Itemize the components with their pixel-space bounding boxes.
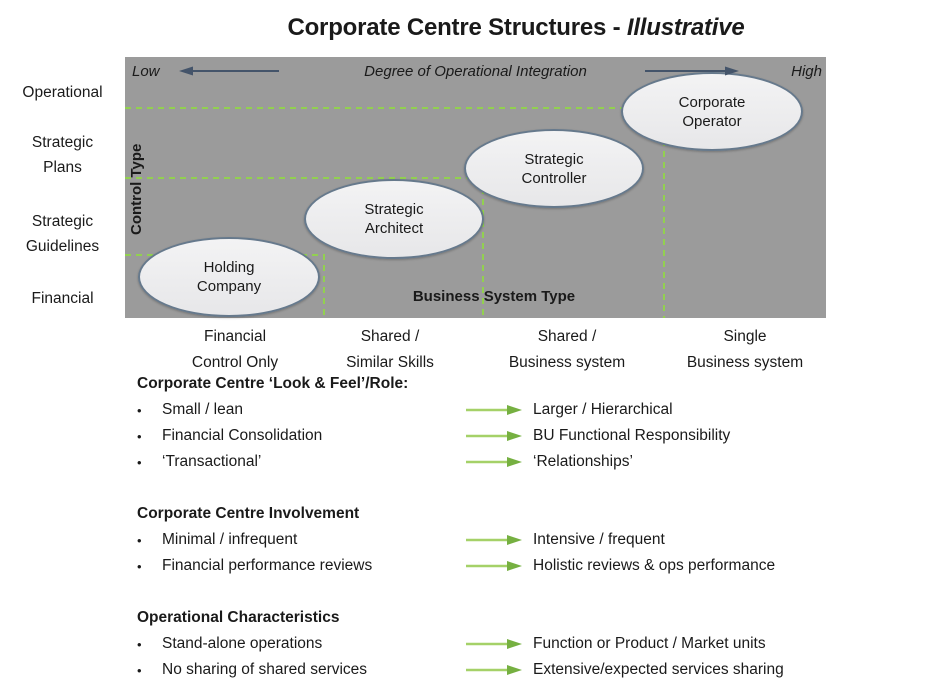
ellipse-strategic-controller: Strategic Controller <box>464 129 644 208</box>
grid-dashed-line-v2 <box>482 177 484 318</box>
x-axis-title: Degree of Operational Integration <box>364 63 587 80</box>
row-right-text: BU Functional Responsibility <box>533 427 731 444</box>
x-axis-tick-shared-business-system: Shared / Business system <box>508 328 626 371</box>
grid-dashed-line-h1 <box>125 107 665 109</box>
comparison-row: • Minimal / infrequent Intensive / frequ… <box>137 527 927 553</box>
bullet-icon: • <box>137 428 142 444</box>
ellipse-holding-company: Holding Company <box>138 237 320 317</box>
y-axis-tick-strategic-guidelines: Strategic Guidelines <box>25 213 100 255</box>
row-left-text: No sharing of shared services <box>162 661 368 678</box>
bullet-icon: • <box>137 558 142 574</box>
comparison-row: • No sharing of shared services Extensiv… <box>137 657 927 683</box>
grid-dashed-line-v3 <box>663 107 665 318</box>
section-involvement: Corporate Centre Involvement • Minimal /… <box>137 500 927 579</box>
grid-dashed-line-h2 <box>125 177 483 179</box>
row-left-text: Minimal / infrequent <box>162 531 298 548</box>
row-right-text: Extensive/expected services sharing <box>533 661 784 678</box>
comparison-row: • Small / lean Larger / Hierarchical <box>137 397 927 423</box>
row-right-text: Function or Product / Market units <box>533 635 766 652</box>
x-axis-tick-shared-similar-skills: Shared / Similar Skills <box>346 328 434 371</box>
green-arrow-icon <box>466 639 522 649</box>
green-arrow-icon <box>466 535 522 545</box>
green-arrow-icon <box>466 665 522 675</box>
row-left-text: Financial performance reviews <box>162 557 373 574</box>
green-arrow-icon <box>466 405 522 415</box>
bullet-icon: • <box>137 636 142 652</box>
page-title-emphasis: Illustrative <box>626 14 745 41</box>
left-arrow-icon <box>179 66 279 76</box>
x-axis-high-label: High <box>791 63 822 80</box>
y-axis-tick-operational: Operational <box>22 84 103 101</box>
grid-dashed-line-v1 <box>323 254 325 318</box>
section-look-and-feel: Corporate Centre ‘Look & Feel’/Role: • S… <box>137 370 927 475</box>
matrix-footer-label: Business System Type <box>412 288 576 305</box>
x-axis-tick-single-business-system: Single Business system <box>686 328 804 371</box>
page-title-main: Corporate Centre Structures - <box>287 14 627 41</box>
bullet-icon: • <box>137 402 142 418</box>
matrix-panel: Low Degree of Operational Integration Hi… <box>125 57 826 318</box>
bullet-icon: • <box>137 454 142 470</box>
row-right-text: Holistic reviews & ops performance <box>533 557 776 574</box>
green-arrow-icon <box>466 431 522 441</box>
green-arrow-icon <box>466 457 522 467</box>
x-axis-low-label: Low <box>132 63 160 80</box>
row-right-text: Intensive / frequent <box>533 531 665 548</box>
row-right-text: Larger / Hierarchical <box>533 401 673 418</box>
row-right-text: ‘Relationships’ <box>533 453 633 470</box>
section-heading: Operational Characteristics <box>137 609 340 626</box>
bullet-icon: • <box>137 662 142 678</box>
comparison-row: • Financial performance reviews Holistic… <box>137 553 927 579</box>
section-operational-characteristics: Operational Characteristics • Stand-alon… <box>137 604 927 683</box>
comparison-row: • Financial Consolidation BU Functional … <box>137 423 927 449</box>
row-left-text: Small / lean <box>162 401 243 418</box>
comparison-row: • Stand-alone operations Function or Pro… <box>137 631 927 657</box>
x-axis-tick-financial-control-only: Financial Control Only <box>191 328 279 371</box>
row-left-text: Financial Consolidation <box>162 427 323 444</box>
row-left-text: Stand-alone operations <box>162 635 323 652</box>
section-heading: Corporate Centre Involvement <box>137 505 360 522</box>
y-axis-tick-financial: Financial <box>31 290 94 307</box>
ellipse-corporate-operator: Corporate Operator <box>621 72 803 151</box>
page-title: Corporate Centre Structures - Illustrati… <box>0 14 940 42</box>
comparison-row: • ‘Transactional’ ‘Relationships’ <box>137 449 927 475</box>
row-left-text: ‘Transactional’ <box>162 453 262 470</box>
ellipse-strategic-architect: Strategic Architect <box>304 179 484 259</box>
section-heading: Corporate Centre ‘Look & Feel’/Role: <box>137 375 409 392</box>
y-axis-tick-strategic-plans: Strategic Plans <box>31 134 94 176</box>
green-arrow-icon <box>466 561 522 571</box>
y-axis-title: Control Type <box>128 143 145 235</box>
right-arrow-icon <box>645 66 739 76</box>
bullet-icon: • <box>137 532 142 548</box>
